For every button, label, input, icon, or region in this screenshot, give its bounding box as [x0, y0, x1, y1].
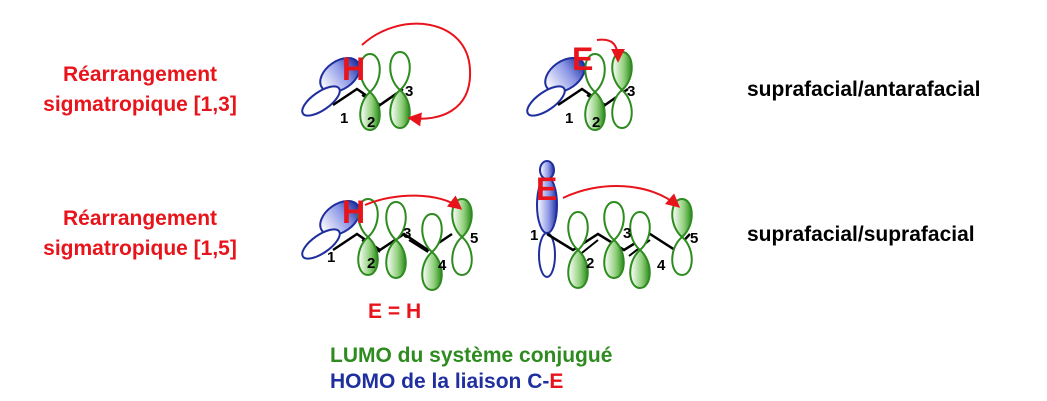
legend-homo-prefix: HOMO de la liaison C- — [330, 370, 550, 393]
double-bond-line — [408, 239, 429, 253]
atom-number: 3 — [627, 83, 635, 100]
atom-number: 4 — [438, 257, 447, 274]
equivalence-label: E = H — [368, 300, 422, 323]
atom-number: 3 — [405, 83, 413, 100]
legend-lumo: LUMO du système conjugué — [330, 344, 613, 367]
migration-arrow — [364, 194, 463, 210]
row1-right-structure: E 1 2 3 — [526, 38, 635, 131]
migrating-atom: E — [572, 41, 593, 77]
row2-right-structure: E 1 2 3 4 5 — [530, 160, 698, 289]
homo-orbital — [301, 199, 361, 260]
atom-number: 2 — [367, 114, 375, 131]
lumo-orbital — [567, 198, 693, 289]
row2-left-structure: H 1 2 3 4 5 — [301, 194, 478, 291]
atom-number: 3 — [403, 225, 411, 242]
atom-number: 2 — [592, 114, 600, 131]
atom-number: 5 — [470, 230, 478, 247]
title-1-5-line2: sigmatropique [1,5] — [43, 237, 237, 260]
atom-number: 2 — [586, 255, 594, 272]
title-1-3-line1: Réarrangement — [62, 63, 218, 86]
atom-number: 1 — [340, 110, 348, 127]
title-1-5-line1: Réarrangement — [62, 207, 218, 230]
atom-number: 1 — [327, 249, 335, 266]
migration-arrow — [596, 38, 625, 63]
title-1-3-line2: sigmatropique [1,3] — [43, 93, 237, 116]
atom-number: 3 — [623, 225, 631, 242]
migration-arrow — [562, 185, 681, 208]
migration-arrow — [361, 22, 472, 127]
descriptor-1-3: suprafacial/antarafacial — [747, 78, 981, 101]
descriptor-1-5: suprafacial/suprafacial — [747, 223, 975, 246]
homo-orbital — [301, 56, 361, 117]
migrating-atom: H — [342, 194, 365, 230]
homo-orbital — [526, 56, 586, 117]
atom-number: 1 — [530, 227, 538, 244]
atom-number: 5 — [690, 230, 698, 247]
migrating-atom: E — [536, 171, 557, 207]
title-1-3: Réarrangement sigmatropique [1,3] — [10, 60, 270, 120]
homo-orbital — [536, 160, 558, 278]
legend-homo: HOMO de la liaison C-E — [330, 370, 563, 394]
row1-left-structure: H 1 2 3 — [301, 22, 472, 131]
legend-homo-suffix: E — [549, 370, 564, 393]
migrating-atom: H — [342, 51, 365, 87]
atom-number: 4 — [657, 257, 666, 274]
atom-number: 2 — [367, 255, 375, 272]
atom-number: 1 — [565, 110, 573, 127]
title-1-5: Réarrangement sigmatropique [1,5] — [10, 204, 270, 264]
